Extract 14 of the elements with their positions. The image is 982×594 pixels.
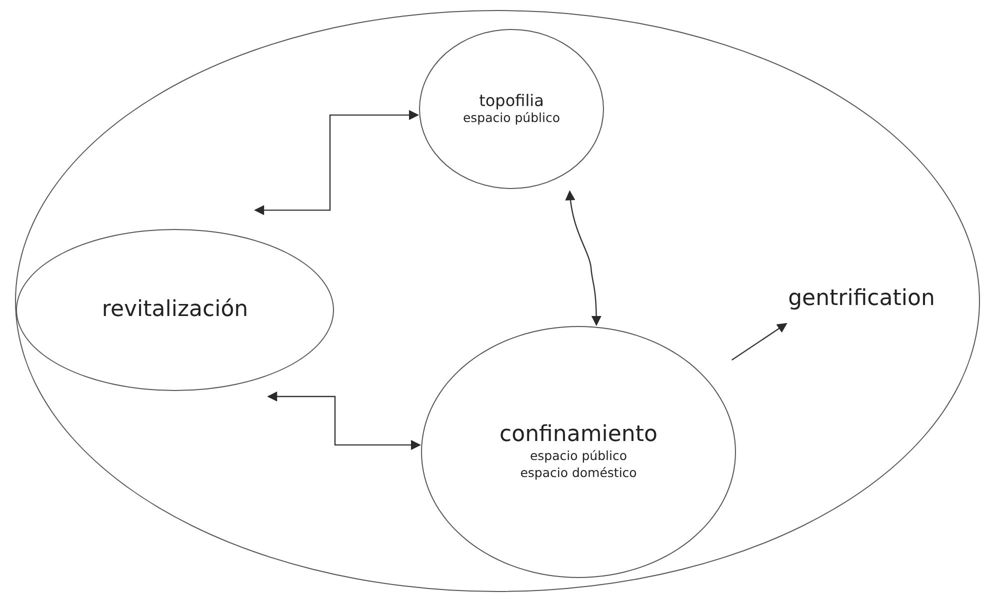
ellipse-node <box>16 229 334 391</box>
node-subtitle: espacio público espacio doméstico <box>519 448 638 482</box>
node-subtitle: espacio público <box>462 110 560 128</box>
node-title: topofilia <box>479 90 544 110</box>
ellipse-node <box>419 29 604 189</box>
outer-ellipse <box>15 10 980 592</box>
arrow <box>267 391 421 450</box>
node-title: revitalización <box>102 296 248 324</box>
node-title: confinamiento <box>500 422 658 448</box>
arrow <box>565 190 602 326</box>
arrow <box>254 110 419 216</box>
ellipse-node <box>421 326 736 578</box>
node-title: gentrification <box>788 286 935 312</box>
arrow <box>732 322 788 361</box>
